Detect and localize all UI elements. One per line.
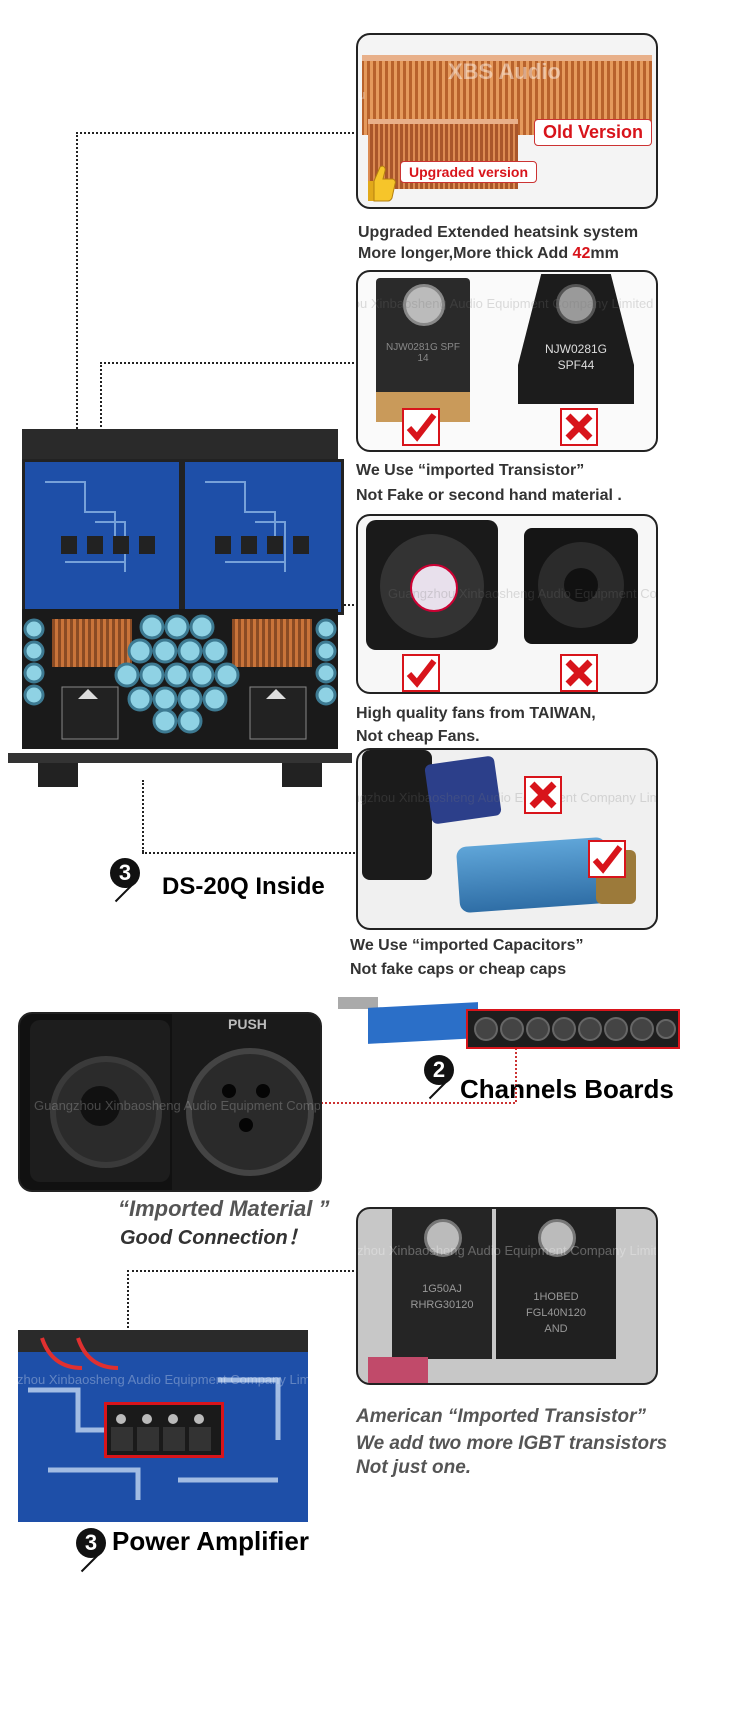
igbt-chip: 1HOBED FGL40N120 AND (496, 1209, 616, 1359)
igbt-caption-line: We add two more IGBT transistors (356, 1433, 668, 1454)
power-amplifier-photo: Guangzhou Xinbaosheng Audio Equipment Co… (18, 1330, 308, 1522)
connector-line (100, 362, 358, 364)
amplifier-title: DS-20Q Inside (162, 873, 325, 901)
thumbs-up-icon (362, 163, 396, 203)
connector-line (127, 1270, 358, 1272)
connector-caption-line: “Imported Material ” (118, 1196, 330, 1221)
transistor-caption: We Use “imported Transistor” Not Fake or… (356, 460, 622, 506)
step-number-badge: 2 (424, 1055, 454, 1085)
cheap-fan (524, 528, 638, 644)
cheap-capacitor (362, 750, 432, 880)
watermark: Guangzhou Xinbaosheng Audio Equipment Co… (34, 1098, 321, 1113)
cross-icon (524, 776, 562, 814)
caption-line: More longer,More thick Add 42mm (358, 245, 619, 262)
xlr-connector: PUSH (172, 1014, 320, 1190)
chip-marking: 1G50AJ (422, 1283, 462, 1295)
capacitor-caption: We Use “imported Capacitors” Not fake ca… (350, 935, 584, 980)
transistor-comparison-photo: NJW0281G SPF 14 NJW0281G SPF44 Guangzhou… (356, 270, 658, 452)
imported-capacitor (455, 836, 611, 914)
chip-marking: 1HOBED (533, 1291, 579, 1303)
connector-line (142, 852, 358, 854)
push-label: PUSH (228, 1016, 267, 1032)
step-number-badge: 3 (110, 858, 140, 888)
caption-line: We Use “imported Transistor” (356, 462, 585, 479)
channel-board-photo (338, 993, 680, 1053)
genuine-transistor: NJW0281G SPF 14 (376, 278, 470, 422)
watermark: Guangzhou Xinbaosheng Audio Equipment Co… (357, 1243, 657, 1258)
cross-icon (560, 408, 598, 446)
chip-marking: NJW0281G SPF 14 (386, 342, 460, 364)
caption-line: Upgraded Extended heatsink system (358, 224, 639, 241)
watermark: Guangzhou Xinbaosheng Audio Equipment Co… (18, 1372, 308, 1387)
fake-transistor: NJW0281G SPF44 (518, 274, 634, 404)
fan-comparison-photo: Guangzhou Xinbaosheng Audio Equipment Co… (356, 514, 658, 694)
igbt-transistor-photo: 1G50AJ RHRG30120 1HOBED FGL40N120 AND Gu… (356, 1207, 658, 1385)
check-icon (402, 654, 440, 692)
connector-caption-line: Good Connection！ (120, 1227, 308, 1249)
caption-line: Not Fake or second hand material . (356, 487, 622, 504)
fan-caption: High quality fans from TAIWAN, Not cheap… (356, 703, 596, 747)
heatsink-photo: XBS Audio Guangzhou Old Version Upgraded… (356, 33, 658, 209)
amplifier-inside-photo (8, 425, 352, 790)
connector-line (142, 780, 144, 852)
check-icon (402, 408, 440, 446)
igbt-chip: 1G50AJ RHRG30120 (392, 1209, 492, 1359)
speakon-connector (30, 1020, 170, 1182)
connector-photo: PUSH Guangzhou Xinbaosheng Audio Equipme… (18, 1012, 322, 1192)
check-icon (588, 840, 626, 878)
caption-line: Not cheap Fans. (356, 728, 480, 745)
watermark: XBS Audio (448, 59, 561, 84)
chip-marking: NJW0281G (544, 342, 608, 356)
watermark: Guangzhou Xinbaosheng Audio Equipment Co… (388, 586, 657, 601)
watermark: Guangzhou Xinbaosheng Audio Equipment Co… (358, 296, 654, 311)
heatsink-caption: Upgraded Extended heatsink system More l… (358, 222, 638, 264)
cross-icon (560, 654, 598, 692)
capacitor-comparison-photo: Guangzhou Xinbaosheng Audio Equipment Co… (356, 748, 658, 930)
igbt-caption-line: Not just one. (356, 1457, 472, 1478)
igbt-caption-line: American “Imported Transistor” (356, 1406, 647, 1427)
power-amplifier-title: Power Amplifier (112, 1526, 309, 1556)
watermark: Guangzhou Xinbaosheng Audio Equipment Co… (358, 790, 656, 805)
chip-marking: SPF44 (557, 358, 595, 372)
connector-line (76, 132, 358, 134)
highlight-value: 42 (572, 245, 591, 262)
caption-line: Not fake caps or cheap caps (350, 961, 567, 978)
old-version-label: Old Version (534, 119, 653, 146)
caption-line: High quality fans from TAIWAN, (356, 705, 596, 722)
upgraded-version-label: Upgraded version (400, 161, 538, 183)
channels-title: Channels Boards (460, 1074, 674, 1104)
connector-line (290, 1102, 515, 1104)
model-name: DS-20Q (162, 873, 249, 900)
chip-marking: FGL40N120 (526, 1307, 586, 1319)
caption-line: We Use “imported Capacitors” (350, 937, 584, 954)
step-number-badge: 3 (76, 1528, 106, 1558)
connector-line (127, 1270, 129, 1380)
chip-marking: AND (544, 1323, 568, 1335)
chip-marking: RHRG30120 (410, 1299, 474, 1311)
connector-line (515, 1048, 517, 1102)
igbt-highlight (104, 1402, 224, 1458)
title-suffix: Inside (248, 873, 325, 900)
watermark: Guangzhou (357, 87, 366, 102)
connector-line (76, 132, 78, 472)
taiwan-fan (366, 520, 498, 650)
